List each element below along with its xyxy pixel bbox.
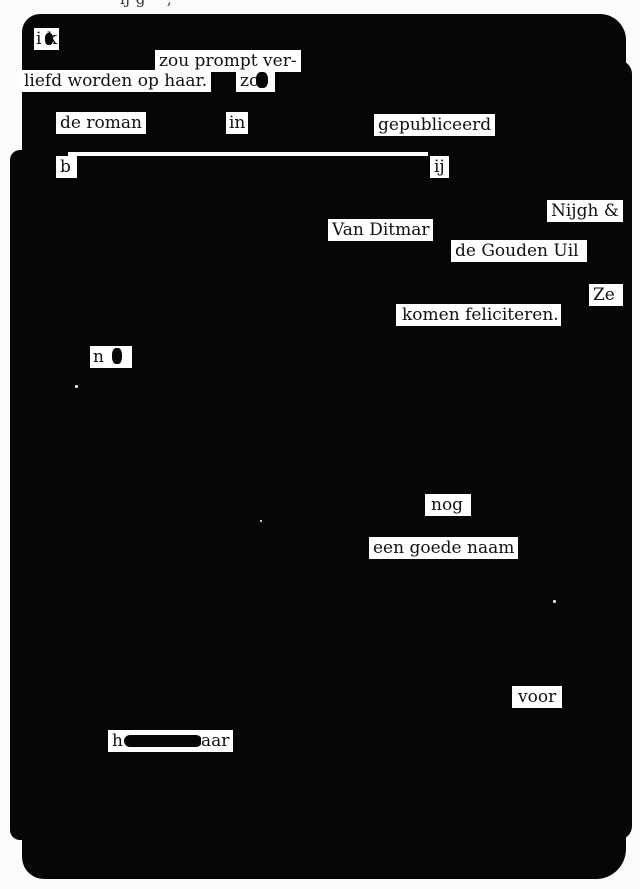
paper-speck [75,385,78,388]
word: Ze [589,284,623,306]
paper-speck [553,600,556,603]
redaction-mark [124,735,202,747]
word: komen feliciteren. [396,304,561,326]
cropped-header-text: ij g ···, ··· ······· ··· ··· · · ··· [120,0,320,8]
word: nog [425,494,472,516]
word: in [226,112,249,134]
word: n [90,346,132,368]
word: Nijgh & [547,200,623,222]
word: de roman [56,112,146,134]
word: liefd worden op haar. [20,70,212,92]
paper-speck [260,520,262,522]
word: aar [201,730,234,752]
redaction-mark [256,72,268,88]
word: Van Ditmar [328,219,434,241]
blackout-edge [10,150,40,840]
word: een goede naam [369,537,519,559]
word: ij [430,156,449,178]
redaction-mark [218,74,236,88]
word: voor [512,686,563,708]
word: zou prompt ver- [155,50,301,72]
word: de Gouden Uil [451,240,587,262]
redaction-mark [112,348,122,364]
redaction-mark [45,33,53,45]
word: b [56,156,77,178]
blackout-edge [600,60,632,840]
word: gepubliceerd [374,114,496,136]
thin-strip [68,152,428,156]
